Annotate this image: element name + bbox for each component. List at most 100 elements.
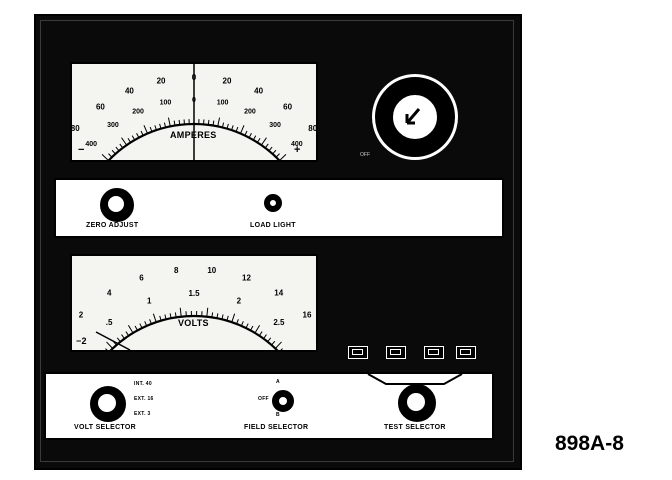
load-control-knob-cap (391, 93, 439, 141)
voltmeter-outer-label-4: 8 (174, 266, 179, 275)
voltmeter-outer-label-7: 14 (274, 289, 283, 298)
voltmeter-tick-34 (250, 325, 254, 331)
ammeter-outer-label-8: 60 (283, 102, 292, 111)
zero-adjust-knob[interactable] (100, 188, 134, 222)
field-selector-knob[interactable] (272, 390, 294, 412)
ammeter-tick-31 (221, 122, 225, 128)
ammeter-scale: 1008060402002040608010050040030020010001… (72, 64, 316, 160)
voltmeter-tick-10 (127, 325, 134, 334)
voltmeter-tick-36 (258, 331, 263, 336)
test-switch-window (460, 349, 471, 355)
voltmeter-tick-28 (221, 314, 224, 320)
ammeter-tick-32 (226, 123, 229, 129)
voltmeter-tick-39 (271, 340, 276, 346)
voltmeter-tick-32 (240, 321, 244, 327)
test-selector-knob[interactable] (398, 384, 436, 422)
ammeter-inner-label-2: 300 (107, 122, 119, 129)
voltmeter: 0246810121416180.511.522.53 VOLTS −2 (70, 254, 318, 352)
ammeter-tick-35 (240, 125, 245, 134)
voltmeter-outer-label-3: 6 (139, 274, 144, 283)
ammeter-outer-label-4: 20 (157, 76, 166, 85)
ammeter-tick-21 (173, 120, 176, 126)
test-switch-window (428, 349, 439, 355)
voltmeter-tick-18 (169, 313, 172, 319)
voltmeter-tick-26 (211, 312, 214, 318)
test-selector-knob-cap (405, 391, 427, 413)
voltmeter-tick-25 (206, 307, 209, 317)
ammeter-outer-label-9: 80 (308, 124, 316, 133)
field-selector-knob-cap (277, 395, 289, 407)
voltmeter-tick-8 (121, 334, 125, 339)
ammeter-inner-label-6: 100 (217, 100, 229, 107)
ammeter-unit-label: AMPERES (170, 130, 217, 140)
ammeter-tick-5 (101, 154, 109, 160)
ammeter-tick-29 (212, 120, 215, 126)
ammeter-inner-label-9: 400 (291, 141, 303, 148)
volt-selector-label: VOLT SELECTOR (74, 424, 136, 431)
zero-adjust-knob-cap (106, 194, 126, 214)
ammeter-tick-40 (260, 137, 267, 146)
ammeter-tick-39 (256, 137, 261, 143)
ammeter-outer-label-7: 40 (254, 86, 263, 95)
voltmeter-offset-label: −2 (76, 336, 87, 346)
ammeter: 1008060402002040608010050040030020010001… (70, 62, 318, 162)
ammeter-tick-9 (119, 143, 124, 149)
voltmeter-tick-20 (179, 307, 182, 317)
load-knob-off-label: OFF (360, 152, 370, 158)
voltmeter-inner-label-5: 2.5 (273, 318, 285, 327)
ammeter-tick-12 (131, 135, 136, 141)
ammeter-tick-30 (217, 117, 221, 127)
ammeter-tick-43 (272, 149, 277, 155)
voltmeter-tick-38 (267, 337, 272, 343)
ammeter-tick-14 (140, 130, 144, 136)
volt-selector-knob-cap (96, 392, 118, 414)
ammeter-tick-37 (248, 133, 252, 138)
field-position-b: B (276, 412, 280, 418)
voltmeter-unit-label: VOLTS (178, 318, 209, 328)
voltmeter-tick-15 (152, 313, 157, 323)
upper-control-strip: ZERO ADJUST LOAD LIGHT (54, 178, 504, 238)
voltmeter-needle (95, 331, 131, 350)
ammeter-tick-45 (279, 154, 287, 160)
voltmeter-tick-17 (164, 314, 167, 320)
ammeter-tick-36 (244, 130, 248, 136)
volt-position-int-40: INT. 40 (134, 381, 152, 387)
ammeter-tick-10 (121, 137, 128, 146)
ammeter-inner-label-7: 200 (244, 108, 256, 115)
volt-selector-knob[interactable] (90, 386, 126, 422)
test-switch-4[interactable] (456, 346, 476, 359)
voltmeter-tick-13 (144, 321, 148, 327)
test-switch-window (352, 349, 363, 355)
ammeter-outer-label-6: 20 (223, 76, 232, 85)
ammeter-tick-13 (136, 133, 140, 138)
ammeter-tick-33 (231, 125, 234, 131)
voltmeter-inner-label-4: 2 (237, 296, 242, 305)
ammeter-inner-label-1: 400 (85, 141, 97, 148)
load-light-label: LOAD LIGHT (250, 222, 296, 229)
voltmeter-tick-19 (174, 312, 177, 318)
test-switch-1[interactable] (348, 346, 368, 359)
ammeter-inner-label-4: 100 (160, 100, 172, 107)
zero-adjust-label: ZERO ADJUST (86, 222, 139, 229)
lower-control-strip: INT. 40 EXT. 16 EXT. 3 VOLT SELECTOR A O… (44, 372, 494, 440)
ammeter-tick-8 (115, 146, 120, 152)
ammeter-tick-42 (268, 146, 273, 152)
voltmeter-inner-label-3: 1.5 (188, 289, 200, 298)
voltmeter-outer-label-1: 2 (79, 310, 84, 319)
test-selector-linkage (367, 374, 463, 385)
voltmeter-tick-31 (236, 319, 239, 325)
load-control-knob[interactable] (372, 74, 458, 160)
test-switch-2[interactable] (386, 346, 406, 359)
ammeter-tick-17 (154, 125, 157, 131)
voltmeter-tick-12 (139, 323, 143, 329)
voltmeter-outer-label-2: 4 (107, 289, 112, 298)
voltmeter-tick-7 (116, 337, 121, 343)
voltmeter-outer-label-6: 12 (242, 274, 251, 283)
ammeter-outer-label-3: 40 (125, 86, 134, 95)
ammeter-outer-label-1: 80 (72, 124, 80, 133)
ammeter-tick-15 (143, 125, 148, 134)
voltmeter-tick-33 (245, 323, 249, 329)
voltmeter-tick-9 (125, 331, 130, 336)
test-selector-label: TEST SELECTOR (384, 424, 446, 431)
test-switch-3[interactable] (424, 346, 444, 359)
